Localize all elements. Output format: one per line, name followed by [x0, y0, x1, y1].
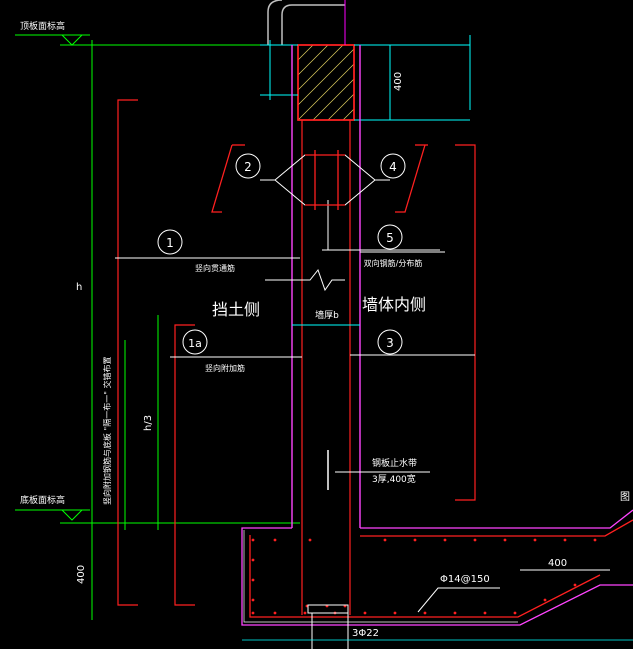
callout-1-label: 1: [166, 236, 174, 250]
cap-hatch: [297, 44, 355, 121]
callout-2-label: 2: [244, 160, 252, 174]
dim-400-bottom: 400: [76, 565, 87, 584]
top-pipe: [281, 4, 345, 45]
bottom-slab-level-label: 底板面标高: [20, 494, 65, 506]
callout-2: [235, 153, 261, 179]
bottom-level-marker: [15, 509, 300, 524]
distribution-bar-label: 双向钢筋/分布筋: [364, 258, 423, 268]
dim-400-top: 400: [548, 558, 567, 569]
dim-400-right: 400: [393, 72, 404, 91]
inner-bar-bracket: [455, 144, 476, 501]
base-slab: [241, 509, 633, 626]
through-bar-label: 竖向贯通筋: [195, 263, 235, 273]
additional-bar-bracket: [174, 324, 195, 606]
slab-rebar-dots: [251, 538, 597, 615]
callout-4-label: 4: [389, 160, 397, 174]
top-level-marker: [15, 34, 260, 46]
height-h-label: h: [76, 282, 82, 293]
bottom-bar-label: Φ14@150: [440, 574, 490, 585]
callout-1: [157, 229, 183, 255]
callout-3-label: 3: [386, 336, 394, 350]
corner-bars-detail: [307, 604, 349, 649]
edge-label: 图: [620, 491, 630, 503]
callout-5: [377, 224, 403, 250]
corner-bars-label: 3Φ22: [352, 628, 379, 639]
h-third-label: h/3: [143, 415, 154, 431]
side-note: 竖向附加钢筋与底板 "隔一布一" 交错布置: [102, 357, 112, 505]
callout-1a-label: 1a: [188, 337, 202, 350]
wall-cap: [297, 44, 355, 121]
waterstop-spec: 3厚,400宽: [372, 473, 416, 485]
wall-body: [291, 45, 361, 528]
wall-thickness-label: 墙厚b: [315, 309, 339, 321]
break-line: [265, 268, 345, 292]
through-bar-bracket: [117, 99, 138, 606]
callout-3: [377, 329, 403, 355]
top-slab-level-label: 顶板面标高: [20, 20, 65, 32]
callout-1a: [182, 329, 208, 355]
soil-side-label: 挡土侧: [212, 300, 260, 319]
callout-4: [380, 153, 406, 179]
wall-inner-label: 墙体内侧: [362, 295, 426, 314]
additional-bar-label: 竖向附加筋: [205, 363, 245, 373]
waterstop-label: 钢板止水带: [372, 457, 417, 469]
callout-5-label: 5: [386, 231, 394, 245]
